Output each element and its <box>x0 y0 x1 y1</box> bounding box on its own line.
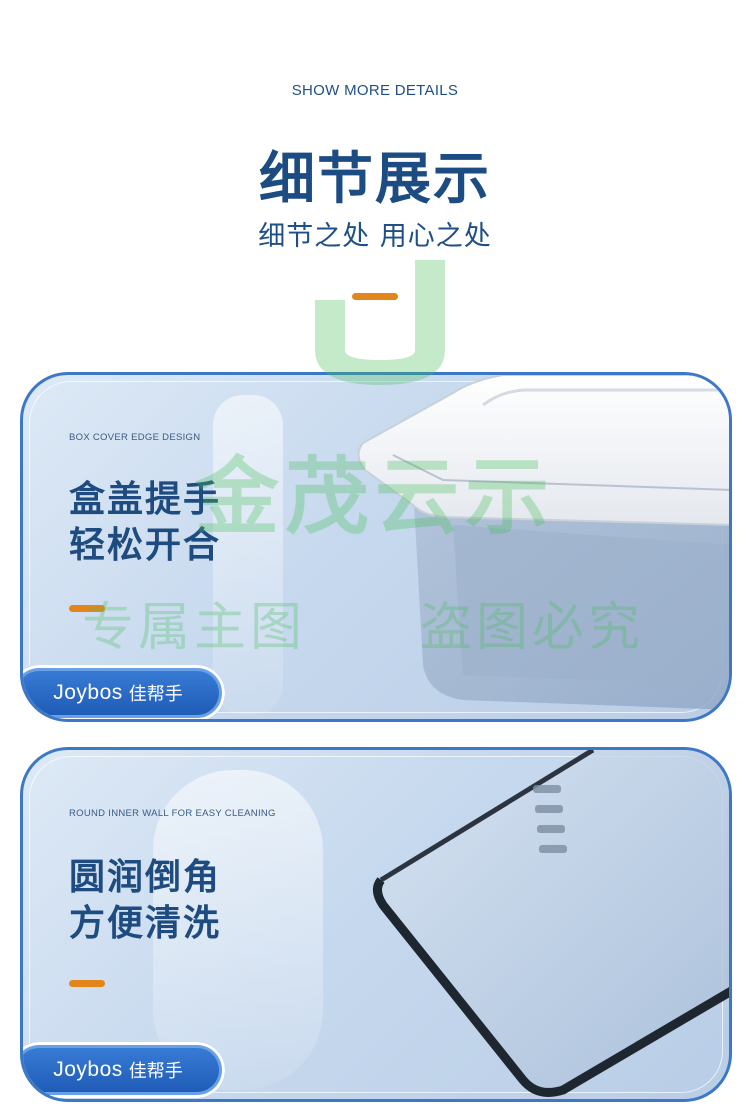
card-headline-line2: 轻松开合 <box>69 525 222 566</box>
lid-container-image <box>357 375 729 710</box>
watermark-main: 金茂云示 <box>194 448 555 546</box>
ice-decoration <box>213 395 283 715</box>
brand-name-en: Joybos <box>53 681 123 704</box>
page-title: 细节展示 <box>259 147 491 212</box>
card-en-caption: ROUND INNER WALL FOR EASY CLEANING <box>69 808 276 819</box>
watermark-logo-icon <box>315 260 445 385</box>
section-eyebrow: SHOW MORE DETAILS <box>291 82 459 99</box>
card-en-caption: BOX COVER EDGE DESIGN <box>69 432 201 443</box>
card-headline-line1: 盒盖提手 <box>69 479 222 520</box>
brand-name-zh: 佳帮手 <box>128 684 183 705</box>
watermark-left: 专属主图 <box>82 598 307 658</box>
brand-badge: Joybos 佳帮手 <box>23 665 225 719</box>
detail-card-inner-wall: ROUND INNER WALL FOR EASY CLEANING 圆润倒角 … <box>20 747 732 1102</box>
glass-container-image <box>373 750 729 1097</box>
card-accent-bar <box>69 605 105 612</box>
brand-badge: Joybos 佳帮手 <box>23 1042 225 1098</box>
page-subtitle: 细节之处 用心之处 <box>258 221 492 252</box>
card-headline-line2: 方便清洗 <box>69 903 222 944</box>
card-headline-line1: 圆润倒角 <box>69 857 222 898</box>
detail-card-lid: BOX COVER EDGE DESIGN 盒盖提手 轻松开合 Joybos 佳… <box>20 372 732 722</box>
page-header: SHOW MORE DETAILS 细节展示 细节之处 用心之处 <box>0 0 750 360</box>
ice-numeral-decoration <box>153 770 323 1090</box>
card-accent-bar <box>69 980 105 987</box>
watermark-right: 盗图必究 <box>420 598 645 658</box>
brand-name-en: Joybos <box>53 1058 123 1081</box>
title-accent-bar <box>352 293 398 300</box>
brand-name-zh: 佳帮手 <box>128 1061 183 1082</box>
